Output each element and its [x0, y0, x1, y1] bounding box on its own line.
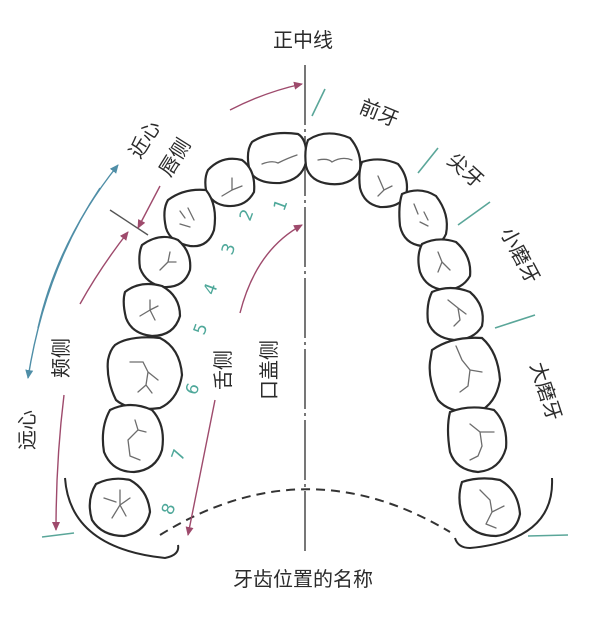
tooth-8-right [458, 477, 522, 538]
label-molar: 大磨牙 [525, 359, 566, 423]
separator-canine-bottom [457, 201, 491, 226]
tooth-number-4: 4 [200, 281, 222, 298]
separator-mesial-labial [109, 209, 149, 236]
label-labial: 唇侧 [154, 134, 196, 181]
tooth-number-5: 5 [190, 321, 212, 338]
tooth-5-right [426, 286, 484, 342]
label-canine: 尖牙 [443, 148, 489, 193]
right-teeth [304, 132, 522, 538]
tooth-1-right [304, 132, 362, 186]
tooth-2-right [358, 158, 409, 209]
tooth-2-left [204, 157, 256, 208]
right-gum-line [454, 477, 554, 550]
left-teeth [88, 131, 308, 538]
label-anterior-teeth: 前牙 [356, 94, 402, 131]
tooth-8-left [88, 477, 152, 538]
arrow-mesial [37, 164, 119, 329]
label-buccal: 颊侧 [49, 338, 73, 378]
arrow-distal [25, 187, 101, 379]
arrow-buccal-down [52, 394, 65, 531]
tooth-3-left [163, 188, 217, 248]
arrow-labial-to-midline [229, 81, 303, 111]
tooth-6-left [106, 336, 184, 411]
label-premolar: 小磨牙 [496, 223, 545, 287]
tooth-4-left [138, 235, 192, 289]
separator-premolar [494, 314, 536, 329]
tooth-number-3: 3 [218, 241, 240, 258]
arrow-lingual-to-midline [239, 224, 303, 314]
separator-molar-right [527, 534, 569, 537]
arrow-buccal-up [79, 231, 129, 305]
tooth-7-right [446, 406, 508, 474]
label-palatal: 口盖侧 [257, 340, 281, 400]
separator-anterior [311, 88, 326, 117]
label-distal: 远心 [15, 410, 39, 450]
palate-dashed-line [159, 488, 451, 536]
tooth-3-right [398, 189, 448, 248]
tooth-number-8: 8 [158, 501, 180, 518]
label-lingual: 舌侧 [211, 350, 235, 390]
tooth-number-2: 2 [236, 207, 258, 224]
midline-title: 正中线 [273, 28, 333, 52]
tooth-7-left [101, 403, 164, 474]
arrow-labial-down [137, 185, 161, 229]
separator-molar-left [41, 532, 75, 538]
tooth-1-left [246, 131, 308, 185]
tooth-6-right [428, 336, 502, 414]
left-gum-line [64, 477, 180, 560]
arrow-lingual-down [185, 399, 216, 536]
tooth-number-7: 7 [168, 447, 190, 464]
diagram-caption: 牙齿位置的名称 [233, 567, 373, 591]
tooth-number-1: 1 [270, 197, 292, 214]
label-mesial: 近心 [124, 116, 166, 163]
separator-canine-top [417, 147, 439, 174]
tooth-5-left [122, 282, 182, 338]
tooth-number-6: 6 [182, 381, 204, 398]
